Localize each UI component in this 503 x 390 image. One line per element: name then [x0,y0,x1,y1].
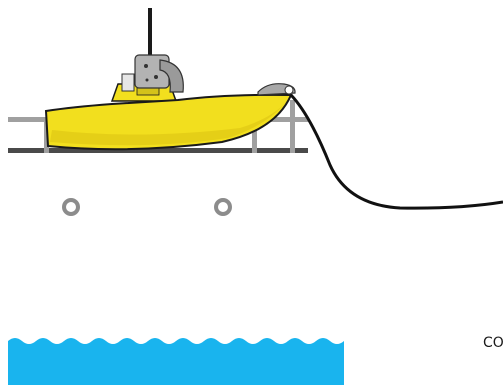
antenna-mast [148,8,152,55]
edge-label: CO [483,335,503,351]
water-body [8,338,344,385]
trailer-post [290,100,295,153]
tow-cable [289,93,503,210]
trailer-rail-bottom [8,148,308,153]
trailer-post [252,117,257,153]
sensor-pod [121,54,184,93]
bow-winch [257,83,296,96]
trailer-wheel [214,198,232,216]
hull-shadow [50,102,286,146]
trailer-wheel [62,198,80,216]
